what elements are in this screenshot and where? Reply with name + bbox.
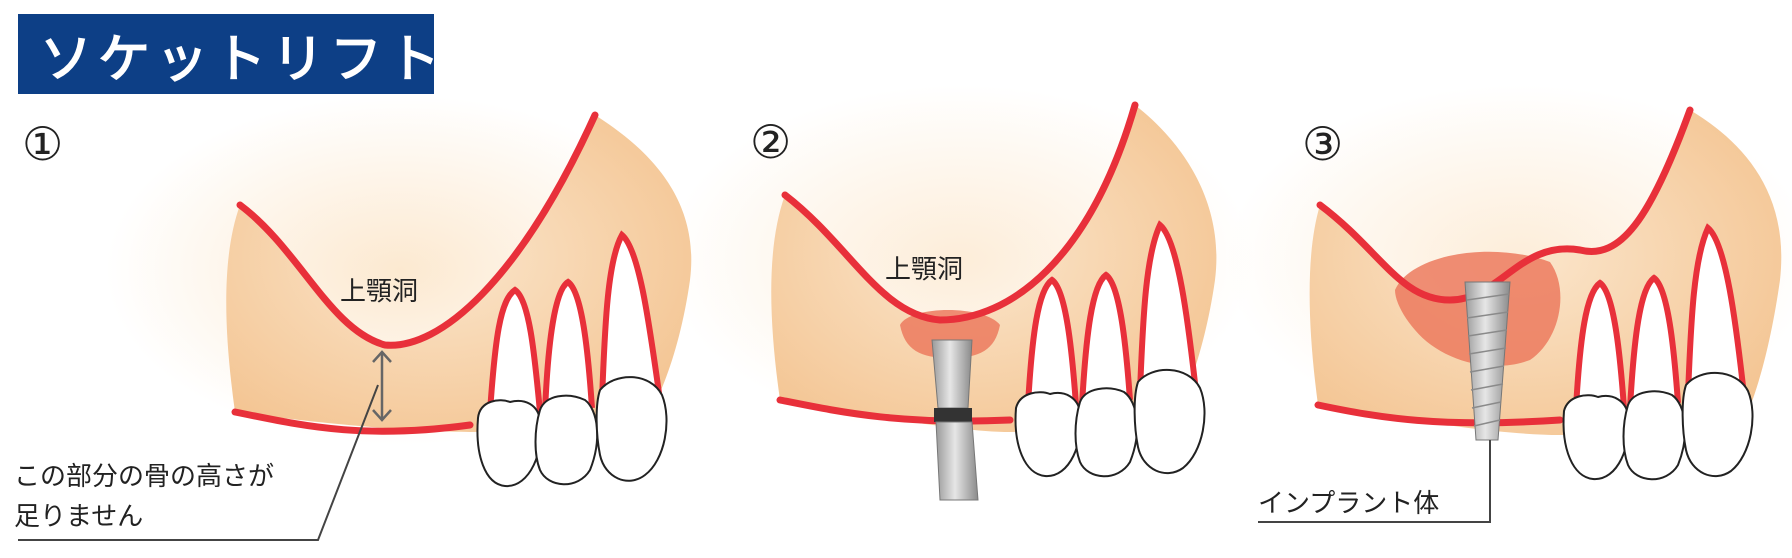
step-2-teeth <box>1014 220 1206 478</box>
page-title: ソケットリフト <box>40 29 447 90</box>
step-2-panel: ② 上顎洞 <box>750 101 1217 501</box>
title-banner: ソケットリフト <box>18 14 440 94</box>
step-1-panel: ① 上顎洞 この部分の骨の高さが 足りません <box>14 111 692 541</box>
step-3-sinus-floor <box>1316 106 1694 304</box>
step-3-teeth <box>1562 223 1754 481</box>
step-1-number: ① <box>22 117 63 171</box>
step-1-callout-line-1: この部分の骨の高さが <box>14 462 274 492</box>
step-1-height-arrow <box>372 350 392 422</box>
step-3-implant-label: インプラント体 <box>1258 489 1439 519</box>
step-1-ridge <box>231 408 474 435</box>
step-2-sinus-label: 上顎洞 <box>885 255 963 285</box>
step-2-osteotome <box>931 339 979 501</box>
step-2-number: ② <box>750 115 791 169</box>
step-3-callout-leader <box>1258 440 1491 523</box>
step-1-callout-leader <box>18 384 379 541</box>
step-2-lifted-membrane <box>900 310 1000 358</box>
step-3-ridge <box>1314 401 1564 427</box>
step-1-callout-line-2: 足りません <box>14 502 143 532</box>
step-3-panel: ③ <box>1258 106 1782 523</box>
step-1-sinus-floor <box>236 111 599 349</box>
step-3-number: ③ <box>1302 117 1343 171</box>
step-1-sinus-label: 上顎洞 <box>340 277 418 307</box>
step-2-sinus-floor <box>781 101 1139 324</box>
step-3-implant <box>1464 281 1511 441</box>
step-1-teeth <box>476 230 668 488</box>
